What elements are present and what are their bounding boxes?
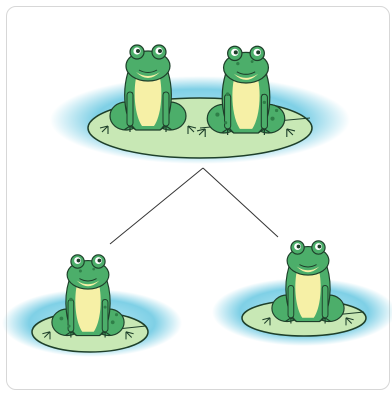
connector-right	[203, 168, 278, 237]
child-node-right	[212, 241, 392, 346]
child-node-left	[2, 255, 182, 357]
connector-left	[110, 168, 203, 244]
parent-node	[50, 45, 350, 164]
